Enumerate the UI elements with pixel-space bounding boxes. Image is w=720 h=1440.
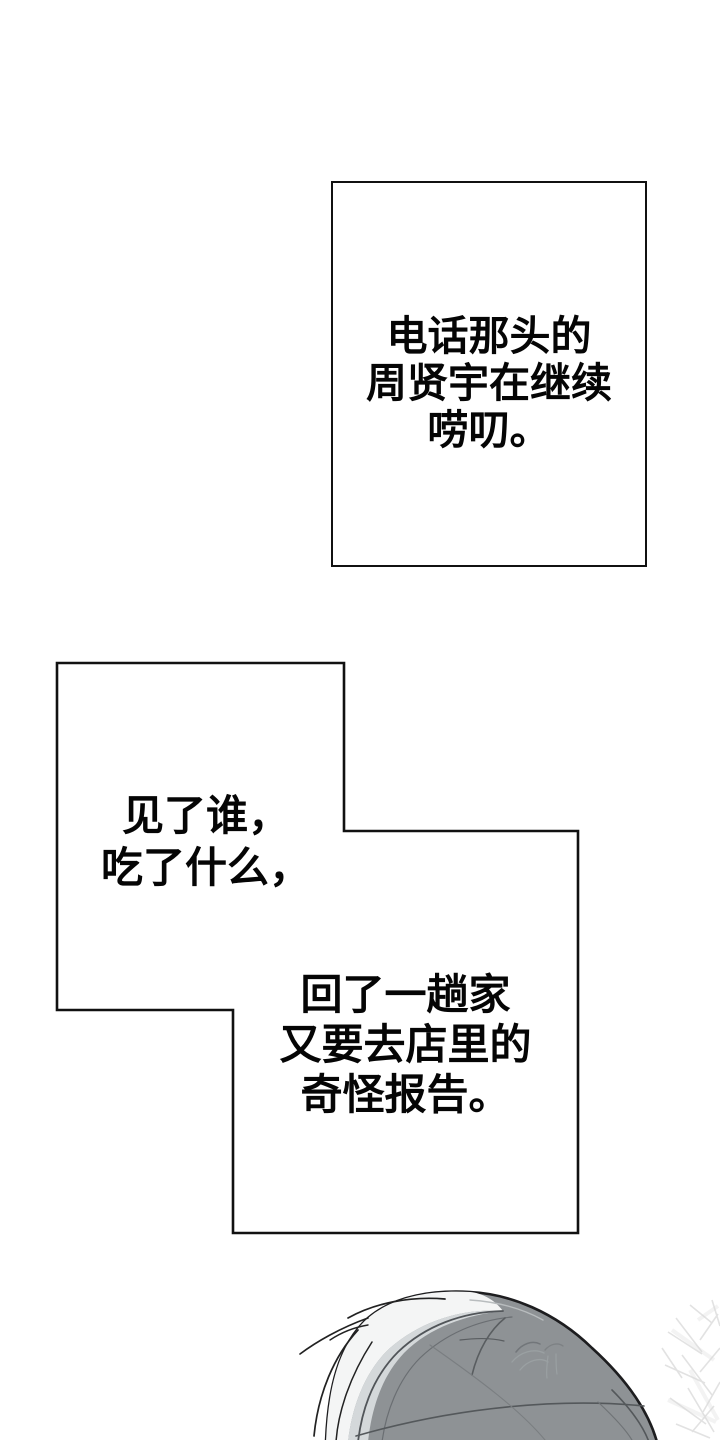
character-head-art xyxy=(299,1290,720,1440)
narration-line: 周贤宇在继续 xyxy=(366,360,612,406)
narration-line: 吃了什么， xyxy=(100,844,311,891)
hair-boundary-strands xyxy=(357,1299,544,1440)
narration-top-text: 电话那头的 周贤宇在继续 唠叨。 xyxy=(331,313,647,454)
speech-panel-2-shape xyxy=(55,661,580,1235)
hair-highlight-light xyxy=(326,1291,503,1440)
sketch-texture xyxy=(667,1304,720,1424)
narration-bottom-left-text: 见了谁， 吃了什么， xyxy=(60,790,352,894)
speech-panel-2-outline xyxy=(55,661,580,1235)
narration-line: 唠叨。 xyxy=(427,407,551,453)
sketch-texture-lines xyxy=(661,1299,720,1439)
narration-line: 奇怪报告。 xyxy=(300,1071,511,1118)
narration-line: 回了一趟家 xyxy=(300,971,511,1018)
speech-panel-1 xyxy=(331,181,647,567)
hair-swirl xyxy=(511,1341,564,1379)
narration-line: 又要去店里的 xyxy=(279,1021,532,1068)
narration-line: 见了谁， xyxy=(121,792,290,839)
hair-strand-lines xyxy=(355,1317,650,1440)
stray-hair-strands xyxy=(299,1297,446,1440)
narration-line: 电话那头的 xyxy=(386,313,592,359)
narration-bottom-right-text: 回了一趟家 又要去店里的 奇怪报告。 xyxy=(233,970,578,1120)
